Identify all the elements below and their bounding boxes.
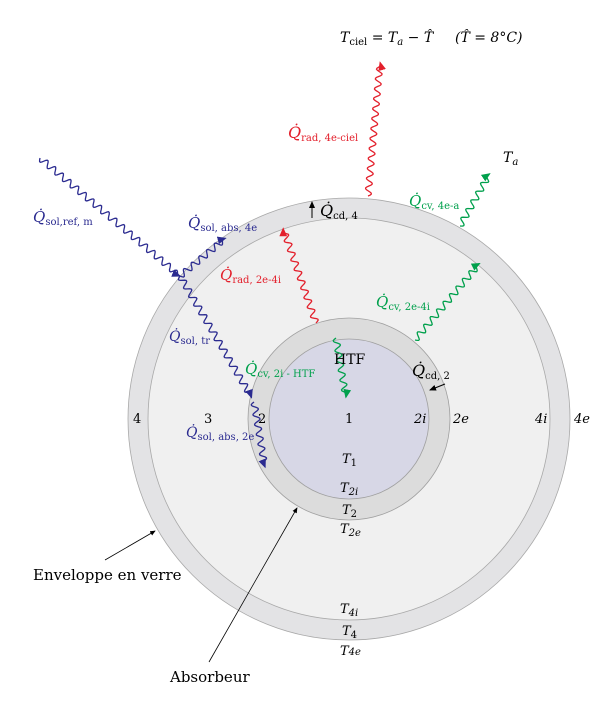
wave-sol-abs-2e [250,401,268,469]
label-q-rad-2e-4i: Q̇rad, 2e-4i [220,266,281,286]
label-q-cd-4: Q̇cd, 4 [320,201,358,222]
wave-cv-2i-htf [332,337,352,399]
region-3-label: 3 [204,412,212,427]
temp-t4e: T4e [340,644,361,659]
label-q-cv-4e-a: Q̇cv, 4e-a [409,192,459,212]
wave-sol-abs-4e [179,236,227,278]
absorber-callout-label: Absorbeur [169,668,250,686]
region-4-label: 4 [133,412,141,427]
wave-rad-4e-ciel [364,61,386,197]
temp-t4i: T4i [340,602,358,619]
wave-sol-ref-m [38,157,182,277]
envelope-callout-arrow [104,530,156,561]
region-2e-label: 2e [452,412,469,427]
temp-t2: T2 [342,503,357,520]
label-q-sol-abs-4e: Q̇sol, abs, 4e [188,214,257,234]
temp-t1: T1 [342,452,357,469]
temp-t4: T4 [342,624,357,641]
wave-cv-4e-a [459,173,491,227]
label-q-sol-ref-m: Q̇sol,ref, m [33,208,93,228]
label-q-rad-4e-ciel: Q̇rad, 4e-ciel [288,123,358,144]
cd-2-arrow [429,383,446,391]
label-q-sol-abs-2e: Q̇sol, abs, 2e [186,423,254,443]
label-q-cd-2: Q̇cd, 2 [412,361,450,382]
temp-t2i: T2i [340,481,358,498]
region-1-label: 1 [345,412,353,427]
envelope-callout-label: Enveloppe en verre [33,566,182,584]
wave-sol-tr [177,275,253,399]
ambient-temperature-label: Ta [503,150,518,168]
htf-label: HTF [334,352,366,368]
temp-t2e: T2e [340,522,361,539]
htf-region [268,338,430,500]
absorber-callout-arrow [208,507,298,663]
t-hat-note: (T̂ = 8°C) [455,28,523,46]
sky-temperature-equation: Tciel = Ta − T̂ [340,28,435,48]
region-2-label: 2 [258,412,266,427]
label-q-cv-2i-htf: Q̇cv, 2i - HTF [245,360,315,380]
label-q-cv-2e-4i: Q̇cv, 2e-4i [376,293,430,313]
label-q-sol-tr: Q̇sol, tr [169,327,210,347]
wave-rad-2e-4i [279,227,319,324]
wave-cv-2e-4i [414,263,481,342]
region-4i-label: 4i [534,412,547,427]
region-4e-label: 4e [573,412,590,427]
region-2i-label: 2i [413,412,426,427]
